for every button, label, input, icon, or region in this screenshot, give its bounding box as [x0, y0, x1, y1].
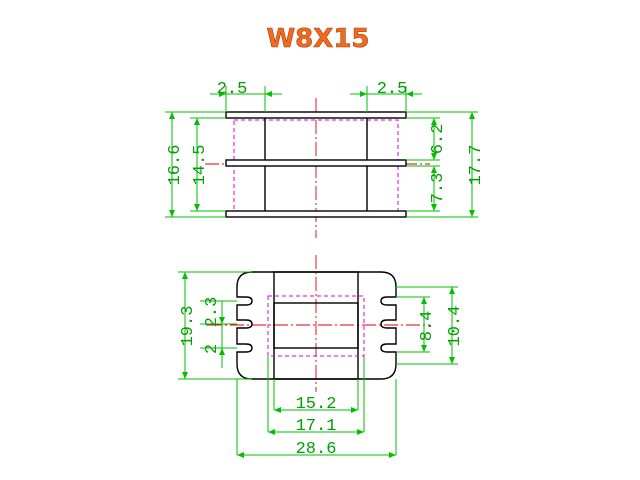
arrow: [431, 153, 437, 160]
arrow: [237, 452, 244, 458]
dim-total-height: 17.7: [467, 145, 486, 186]
arrow: [357, 429, 364, 435]
arrow: [169, 112, 175, 119]
arrow: [389, 452, 396, 458]
dim-outer-window: 10.4: [446, 306, 465, 347]
arrow: [421, 345, 427, 352]
arrow: [265, 91, 272, 97]
drawing-title: W8X15: [267, 24, 370, 54]
arrow: [449, 357, 455, 364]
dim-outer-height: 16.6: [166, 145, 185, 186]
dim-flange-right: 2.5: [377, 80, 408, 99]
arrow: [431, 166, 437, 173]
arrow: [194, 118, 200, 125]
front-hidden-core: [267, 295, 365, 357]
arrow: [219, 348, 225, 355]
dim-inner-height: 14.5: [191, 145, 210, 186]
dim-slot-bottom: 7.3: [429, 173, 448, 204]
core-window: [273, 302, 359, 349]
arrow: [182, 372, 188, 379]
flange-outline: [236, 271, 397, 380]
arrow: [351, 407, 358, 413]
top-flange: [225, 111, 407, 119]
dim-slot-top: 6.2: [429, 124, 448, 155]
arrow: [169, 210, 175, 217]
arrow: [360, 91, 367, 97]
front-view: 15.2 17.1 28.6 19.3 2.3 2 8.4 10.4: [178, 255, 465, 459]
dim-pitch-upper: 2.3: [203, 297, 222, 328]
arrow: [469, 210, 475, 217]
top-view: 2.5 2.5 16.6 14.5 6.2 7.3 17.7: [165, 80, 486, 238]
arrow: [431, 204, 437, 211]
arrow: [449, 287, 455, 294]
arrow: [219, 91, 226, 97]
arrow: [268, 429, 275, 435]
dim-core-width-outer: 17.1: [296, 417, 337, 436]
arrow: [274, 407, 281, 413]
dim-flange-left: 2.5: [217, 80, 248, 99]
dim-pitch-lower: 2: [203, 344, 222, 354]
arrow: [406, 91, 413, 97]
dim-core-width-inner: 15.2: [296, 395, 337, 414]
bottom-flange: [225, 210, 407, 218]
dim-inner-window: 8.4: [418, 311, 437, 342]
arrow: [182, 272, 188, 279]
dim-total-width: 28.6: [296, 440, 337, 459]
arrow: [431, 118, 437, 125]
arrow: [194, 204, 200, 211]
arrow: [219, 317, 225, 324]
middle-flange: [225, 159, 407, 167]
dim-front-height: 19.3: [179, 306, 198, 347]
arrow: [421, 297, 427, 304]
arrow: [469, 112, 475, 119]
